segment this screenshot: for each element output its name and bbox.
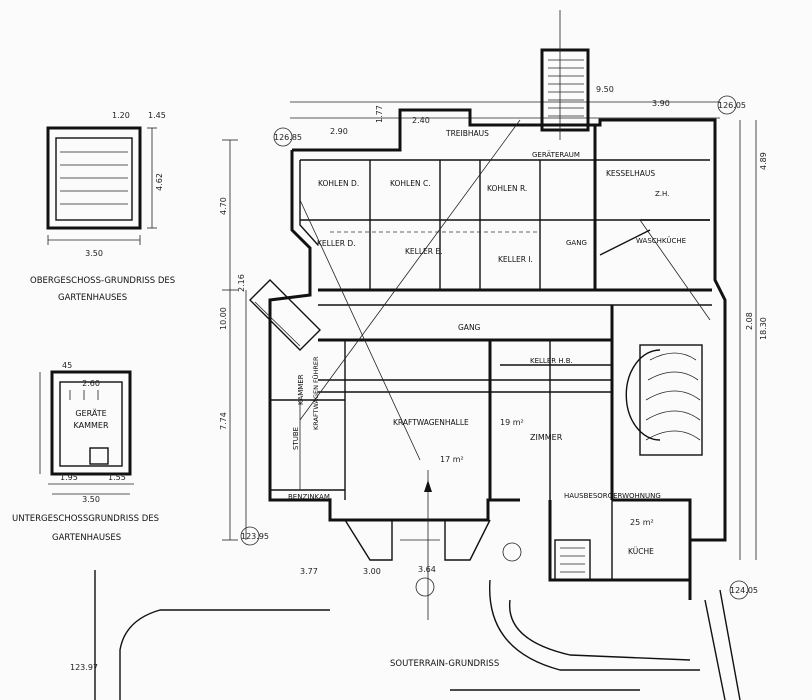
room-kohlen-c: KOHLEN C. [390,179,431,188]
room-kraftwagenfuehrer: KRAFTWAGEN FÜHRER [311,356,320,430]
upper-floor-dim-a: 1.45 [148,111,166,120]
lower-floor-inner-dim: 2.60 [82,379,100,388]
room-zimmer: ZIMMER [530,433,563,442]
dim-top-240: 2.40 [412,116,430,125]
dim-top-177: 1.77 [375,105,384,123]
dim-top-950: 9.50 [596,85,614,94]
room-zh: Z.H. [655,190,669,198]
dim-right-489: 4.89 [759,152,768,170]
room-kohlen-d: KOHLEN D. [318,179,359,188]
lower-floor-dim-b: 1.55 [108,473,126,482]
dim-bot-300: 3.00 [363,567,381,576]
dim-left-470: 4.70 [219,197,228,215]
room-waschkueche: WASCHKÜCHE [636,236,686,245]
level-marker-5: 123.97 [70,663,98,672]
area-zimmer: 19 m² [500,418,524,427]
dim-right-208: 2.08 [745,312,754,330]
lower-floor-room-label-2: KAMMER [74,421,109,430]
souterrain-plan [94,10,757,700]
souterrain-title: SOUTERRAIN-GRUNDRISS [390,659,499,669]
dim-left-774: 7.74 [219,412,228,430]
room-benzinkammer: BENZINKAM. [288,493,332,501]
room-kueche: KÜCHE [628,547,654,556]
room-keller-hb: KELLER H.B. [530,357,573,365]
dim-right-1830: 18.30 [759,317,768,340]
lower-floor-title-1: UNTERGESCHOSSGRUNDRISS DES [12,514,159,524]
room-gang-small: GANG [566,239,587,247]
room-keller-d: KELLER D. [317,239,356,248]
level-marker-2: 126.05 [718,101,746,110]
area-1: 17 m² [440,455,464,464]
dim-top-390: 3.90 [652,99,670,108]
area-kueche: 25 m² [630,518,654,527]
room-kesselhaus: KESSELHAUS [606,169,655,178]
room-kammer: KAMMER [297,374,305,405]
room-stube: STUBE [292,427,300,450]
upper-floor-plan: 3.50 4.62 1.45 1.20 [46,111,166,258]
room-geraeteraum: GERÄTERAUM [532,150,580,159]
dim-left-216: 2.16 [237,274,246,292]
lower-floor-room-label-1: GERÄTE [75,408,106,418]
room-kraftwagenhalle: KRAFTWAGENHALLE [393,418,469,427]
lower-floor-title-2: GARTENHAUSES [52,533,121,543]
room-kohlen-r: KOHLEN R. [487,184,527,193]
lower-floor-dim-top: 45 [62,361,72,370]
level-marker-1: 126.85 [274,133,302,142]
level-marker-4: 124.05 [730,586,758,595]
lower-floor-dim-a: 1.95 [60,473,78,482]
upper-floor-title-2: GARTENHAUSES [58,293,127,303]
room-keller-e: KELLER E. [405,247,442,256]
room-gang: GANG [458,323,481,332]
dim-bot-364: 3.64 [418,565,436,574]
upper-floor-width-dim: 3.50 [85,249,103,258]
dim-top-290: 2.90 [330,127,348,136]
upper-floor-title-1: OBERGESCHOSS-GRUNDRISS DES [30,276,175,286]
room-treibhaus: TREIBHAUS [445,129,489,138]
dim-left-1000: 10.00 [219,307,228,330]
room-keller-i: KELLER I. [498,255,533,264]
lower-floor-width-dim: 3.50 [82,495,100,504]
lower-floor-plan: GERÄTE KAMMER 2.60 3.50 1.95 1.55 45 [39,361,134,504]
upper-floor-height-dim: 4.62 [155,173,164,191]
upper-floor-dim-b: 1.20 [112,111,130,120]
level-marker-3: 123.95 [241,532,269,541]
dim-bot-377: 3.77 [300,567,318,576]
room-hausbesorgerwohnung: HAUSBESORGERWOHNUNG [564,492,661,500]
